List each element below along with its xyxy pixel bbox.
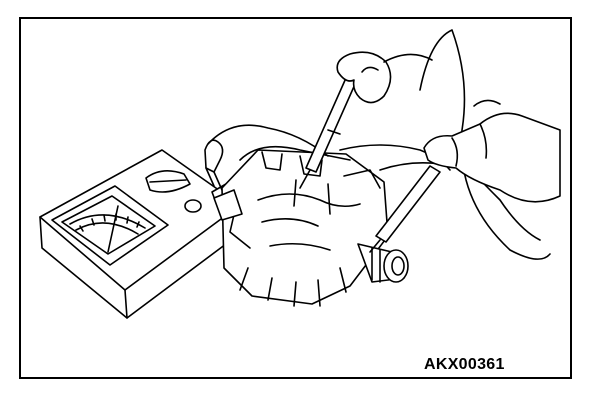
left-fitting (214, 190, 242, 220)
illustration-frame (19, 17, 572, 379)
multimeter (40, 150, 242, 318)
component-under-test (214, 147, 408, 306)
figure-code: AKX00361 (424, 356, 505, 373)
zero-adjust-knob (185, 200, 201, 212)
hand-left (337, 52, 432, 102)
probe-right (370, 166, 440, 252)
meter-dial (52, 186, 168, 265)
range-selector-knob (146, 171, 190, 192)
hand-right (424, 100, 560, 201)
cylindrical-port (358, 244, 408, 282)
